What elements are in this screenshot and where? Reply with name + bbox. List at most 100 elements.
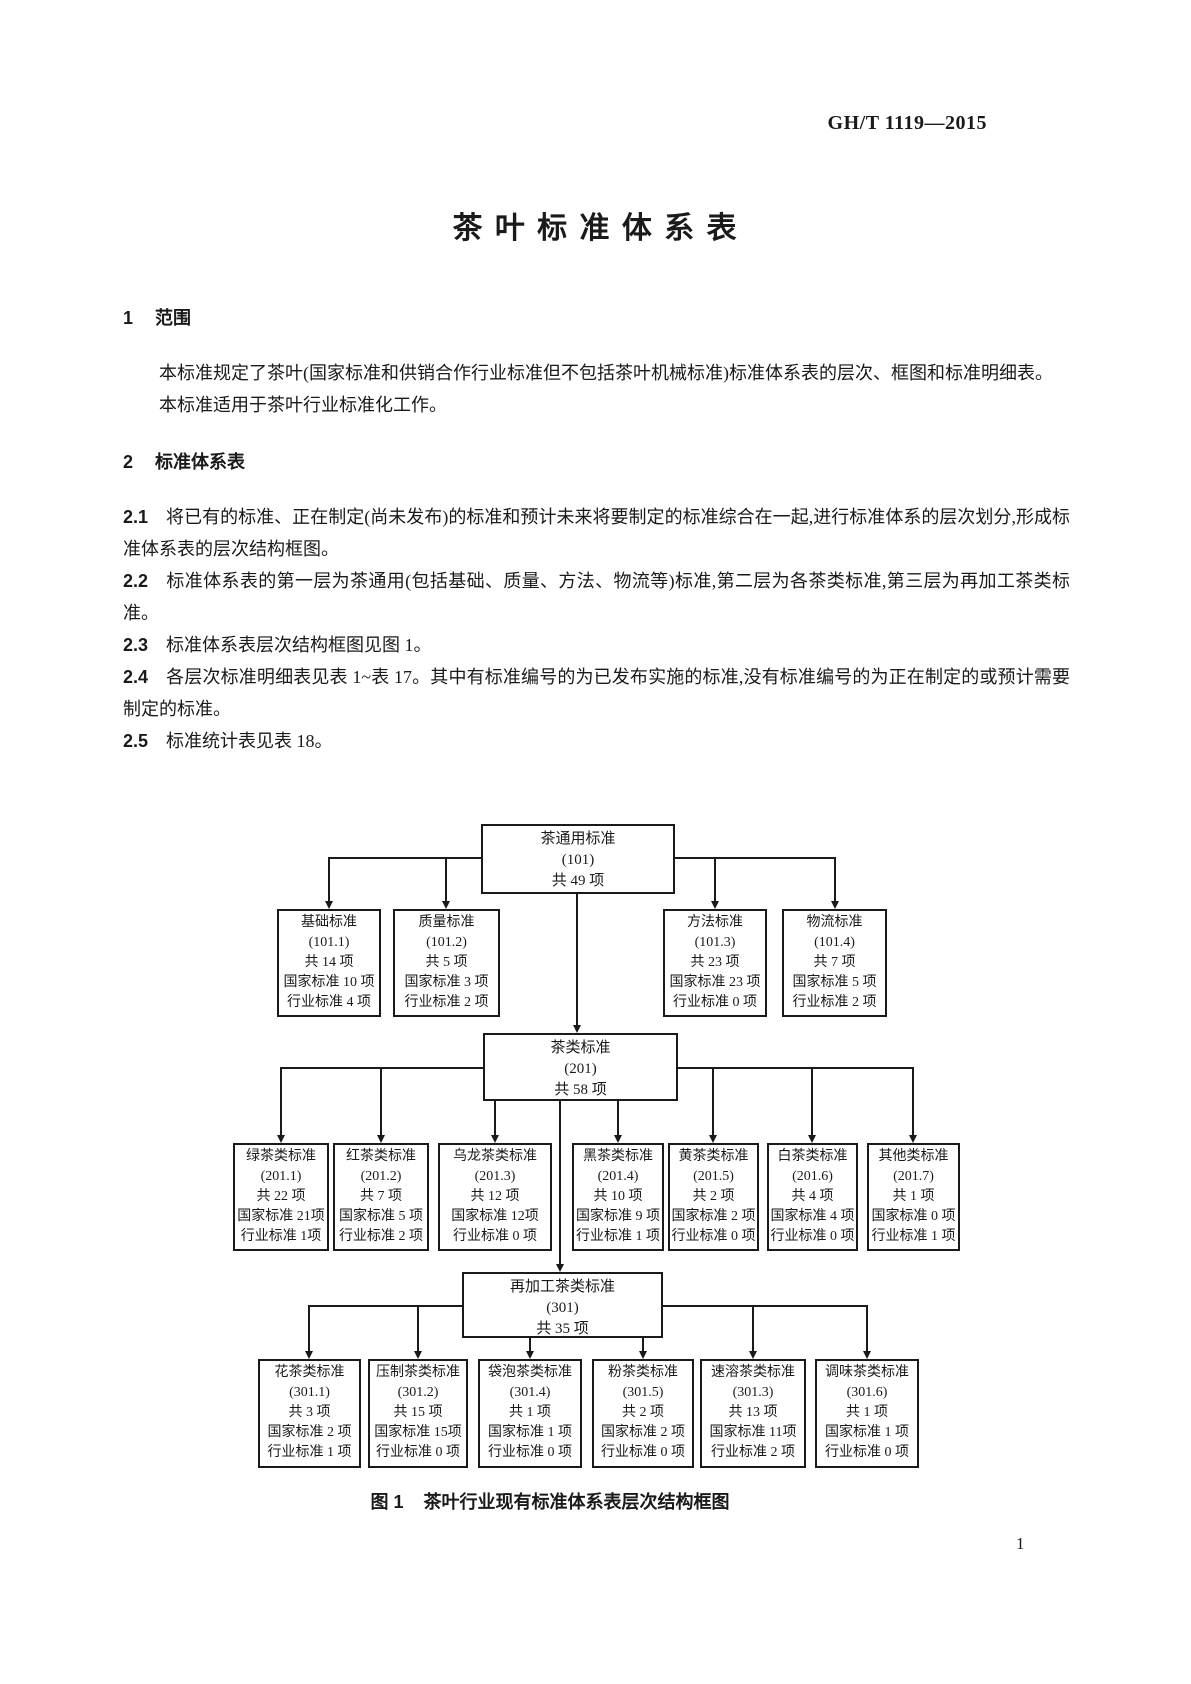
figure-node-line: 物流标准: [806, 915, 863, 930]
connector-line: [445, 857, 447, 902]
arrow-down-icon: [711, 901, 719, 909]
figure-node-line: 行业标准 2 项: [711, 1445, 795, 1460]
connector-line: [576, 894, 578, 1026]
figure-node-line: (301.2): [397, 1385, 439, 1400]
section-1-number: 1: [123, 308, 134, 328]
figure-node-line: 行业标准 1 项: [267, 1445, 352, 1460]
figure-node-line: 行业标准 0 项: [453, 1229, 537, 1244]
figure-node-line: 共 2 项: [692, 1189, 735, 1204]
figure-node-line: 行业标准 0 项: [673, 995, 757, 1010]
figure-node-line: 压制茶类标准: [376, 1365, 460, 1380]
arrow-down-icon: [442, 901, 450, 909]
arrow-down-icon: [639, 1351, 647, 1359]
clause-number: 2.4: [123, 667, 149, 687]
figure-node-line: 国家标准 1 项: [825, 1425, 909, 1440]
connector-line: [866, 1305, 868, 1352]
figure-node-line: 行业标准 1 项: [576, 1229, 660, 1244]
figure-node-line: 行业标准 2 项: [339, 1229, 423, 1244]
arrow-down-icon: [377, 1135, 385, 1143]
connector-line: [617, 1101, 619, 1136]
arrow-down-icon: [749, 1351, 757, 1359]
figure-node-line: 国家标准 0 项: [871, 1209, 956, 1224]
page-number: 1: [1016, 1534, 1025, 1553]
figure-node-line: (301.5): [622, 1385, 664, 1400]
figure-node-line: 共 23 项: [690, 955, 740, 970]
figure-node-line: 再加工茶类标准: [509, 1279, 615, 1295]
figure-node-line: 速溶茶类标准: [711, 1365, 795, 1380]
figure-node-flower: 花茶类标准(301.1)共 3 项国家标准 2 项行业标准 1 项: [258, 1359, 361, 1468]
figure-node-line: 粉茶类标准: [608, 1365, 678, 1380]
figure-node-line: 共 10 项: [593, 1189, 643, 1204]
figure-node-line: 袋泡茶类标准: [488, 1365, 572, 1380]
figure-node-compressed: 压制茶类标准(301.2)共 15 项国家标准 15项行业标准 0 项: [368, 1359, 468, 1468]
figure-node-general: 茶通用标准(101)共 49 项: [481, 824, 675, 894]
clause-text: 各层次标准明细表见表 1~表 17。其中有标准编号的为已发布实施的标准,没有标准…: [123, 667, 1070, 719]
figure-node-line: (101.2): [426, 935, 467, 950]
figure-node-line: 共 15 项: [393, 1405, 443, 1420]
paragraph: 本标准规定了茶叶(国家标准和供销合作行业标准但不包括茶叶机械标准)标准体系表的层…: [159, 363, 1053, 383]
arrow-down-icon: [863, 1351, 871, 1359]
figure-node-line: (101): [561, 852, 595, 868]
figure-node-line: 共 7 项: [360, 1189, 402, 1204]
figure-node-line: 行业标准 0 项: [770, 1229, 855, 1244]
figure-node-line: 行业标准 0 项: [376, 1445, 460, 1460]
arrow-down-icon: [277, 1135, 285, 1143]
connector-line: [678, 1067, 913, 1069]
figure-node-method: 方法标准(101.3)共 23 项国家标准 23 项行业标准 0 项: [663, 909, 767, 1017]
figure-node-powder: 粉茶类标准(301.5)共 2 项国家标准 2 项行业标准 0 项: [592, 1359, 694, 1468]
figure-node-dark: 黑茶类标准(201.4)共 10 项国家标准 9 项行业标准 1 项: [572, 1143, 664, 1251]
figure-node-line: 茶通用标准: [540, 831, 616, 847]
figure-node-white: 白茶类标准(201.6)共 4 项国家标准 4 项行业标准 0 项: [767, 1143, 858, 1251]
figure-node-instant: 速溶茶类标准(301.3)共 13 项国家标准 11项行业标准 2 项: [700, 1359, 806, 1468]
figure-node-line: 国家标准 11项: [709, 1425, 797, 1440]
figure-node-line: 方法标准: [687, 915, 743, 930]
arrow-down-icon: [526, 1351, 534, 1359]
arrow-down-icon: [325, 901, 333, 909]
figure-node-line: 乌龙茶类标准: [453, 1149, 537, 1164]
figure-node-line: (301.3): [732, 1385, 774, 1400]
figure-node-line: 共 2 项: [622, 1405, 664, 1420]
figure-node-line: 共 58 项: [554, 1082, 607, 1098]
figure-node-line: 国家标准 2 项: [267, 1425, 352, 1440]
clause-number: 2.3: [123, 635, 149, 655]
section-2-number: 2: [123, 452, 134, 472]
connector-line: [308, 1305, 310, 1352]
connector-line: [675, 857, 835, 859]
figure-node-green: 绿茶类标准(201.1)共 22 项国家标准 21项行业标准 1项: [233, 1143, 329, 1251]
standard-number: GH/T 1119—2015: [827, 112, 987, 134]
figure-node-other: 其他类标准(201.7)共 1 项国家标准 0 项行业标准 1 项: [867, 1143, 960, 1251]
figure-node-line: (101.1): [308, 935, 350, 950]
figure-node-line: 共 4 项: [791, 1189, 834, 1204]
clause-number: 2.1: [123, 507, 149, 527]
figure-node-line: 行业标准 0 项: [601, 1445, 685, 1460]
connector-line: [834, 857, 836, 902]
figure-node-line: 国家标准 21项: [237, 1209, 325, 1224]
figure-node-line: 行业标准 0 项: [671, 1229, 756, 1244]
figure-node-teabag: 袋泡茶类标准(301.4)共 1 项国家标准 1 项行业标准 0 项: [478, 1359, 582, 1468]
connector-line: [663, 1305, 867, 1307]
figure-node-line: 共 12 项: [470, 1189, 520, 1204]
figure-node-line: 黄茶类标准: [678, 1149, 749, 1164]
figure-node-line: 行业标准 4 项: [287, 995, 371, 1010]
figure-node-line: (101.4): [814, 935, 855, 950]
connector-line: [329, 857, 481, 859]
clause-text: 标准统计表见表 18。: [166, 731, 333, 751]
clause-text: 将已有的标准、正在制定(尚未发布)的标准和预计未来将要制定的标准综合在一起,进行…: [123, 507, 1070, 559]
arrow-down-icon: [614, 1135, 622, 1143]
figure-node-line: (201.7): [893, 1169, 934, 1184]
figure-node-line: 共 14 项: [304, 955, 354, 970]
connector-line: [559, 1101, 561, 1265]
figure-node-line: 共 1 项: [509, 1405, 551, 1420]
figure-node-line: 调味茶类标准: [825, 1365, 909, 1380]
figure-node-line: 行业标准 2 项: [792, 995, 877, 1010]
figure-node-line: 共 7 项: [813, 955, 856, 970]
figure-node-line: 共 22 项: [256, 1189, 306, 1204]
figure-node-line: 黑茶类标准: [583, 1149, 653, 1164]
figure-node-line: 共 1 项: [846, 1405, 888, 1420]
figure-node-line: 绿茶类标准: [246, 1149, 316, 1164]
